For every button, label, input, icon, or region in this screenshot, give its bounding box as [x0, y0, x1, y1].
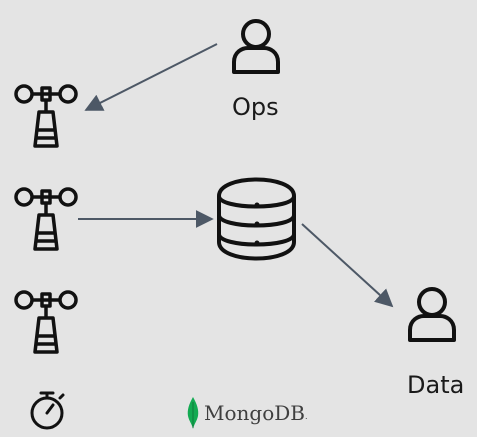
edge-ops-to-sensor	[84, 43, 218, 111]
person-icon	[232, 19, 280, 74]
database-icon	[217, 177, 296, 261]
mongodb-logo: MongoDB .	[186, 397, 308, 429]
edge-database-to-data	[301, 223, 394, 308]
leaf-icon	[187, 397, 199, 429]
person-icon	[408, 287, 456, 342]
anemometer-icon	[14, 84, 78, 148]
ops-label: Ops	[232, 93, 279, 121]
data-label: Data	[407, 371, 465, 399]
mongodb-mark: .	[304, 412, 308, 421]
anemometer-icon	[14, 187, 78, 251]
stopwatch-icon	[30, 391, 65, 430]
anemometer-icon	[14, 290, 78, 354]
mongodb-wordmark: MongoDB	[204, 401, 305, 425]
